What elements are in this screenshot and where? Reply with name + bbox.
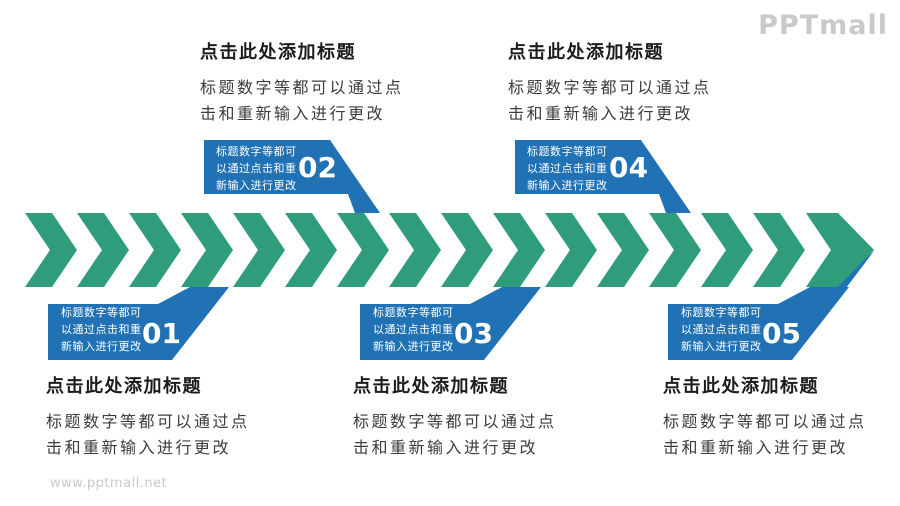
step-3-title[interactable]: 点击此处添加标题 [353, 376, 509, 397]
chevron-arrow-14 [701, 213, 753, 287]
chevron-arrow-7 [337, 213, 389, 287]
step-1-box-line-2: 以通过点击和重 [61, 323, 142, 336]
step-2-box-text[interactable]: 标题数字等都可 以通过点击和重 新输入进行更改 [216, 143, 326, 194]
step-3-body-line-1[interactable]: 标题数字等都可以通过点 [353, 412, 557, 431]
step-1-body-line-2[interactable]: 击和重新输入进行更改 [46, 437, 232, 457]
step-2-box-line-2: 以通过点击和重 [216, 162, 297, 175]
watermark-url: www.pptmall.net [50, 476, 168, 491]
step-4-box-line-3: 新输入进行更改 [527, 179, 608, 192]
step-box-shape-01 [48, 287, 229, 360]
step-2-body-line-1[interactable]: 标题数字等都可以通过点 [200, 78, 404, 97]
step-5-text-block: 点击此处添加标题 标题数字等都可以通过点 击和重新输入进行更改 [663, 376, 878, 460]
chevron-arrow-big-end [806, 213, 874, 287]
step-5-number: 05 [762, 317, 801, 350]
step-5-box-text[interactable]: 标题数字等都可 以通过点击和重 新输入进行更改 [681, 304, 791, 355]
step-1-box-line-3: 新输入进行更改 [61, 340, 142, 353]
chevron-arrow-15 [753, 213, 805, 287]
step-4-box-line-1: 标题数字等都可 [527, 145, 608, 158]
step-1-number: 01 [142, 317, 181, 350]
step-2-text-block: 点击此处添加标题 标题数字等都可以通过点 击和重新输入进行更改 [200, 42, 415, 126]
chevron-arrow-1 [25, 213, 77, 287]
step-1-title[interactable]: 点击此处添加标题 [46, 376, 202, 397]
step-4-title[interactable]: 点击此处添加标题 [508, 42, 664, 63]
step-3-text-block: 点击此处添加标题 标题数字等都可以通过点 击和重新输入进行更改 [353, 376, 568, 460]
step-1-box-text[interactable]: 标题数字等都可 以通过点击和重 新输入进行更改 [61, 304, 171, 355]
pptmall-logo: PPTmall [758, 10, 888, 41]
step-3-box-line-3: 新输入进行更改 [373, 340, 454, 353]
step-3-box-line-2: 以通过点击和重 [373, 323, 454, 336]
chevron-arrow-2 [77, 213, 129, 287]
chevron-arrow-8 [389, 213, 441, 287]
step-5-body-line-1[interactable]: 标题数字等都可以通过点 [663, 412, 867, 431]
step-2-box-line-3: 新输入进行更改 [216, 179, 297, 192]
chevron-arrow-11 [545, 213, 597, 287]
chevron-arrow-4 [181, 213, 233, 287]
step-box-shape-03 [360, 287, 541, 360]
chevron-arrow-6 [285, 213, 337, 287]
step-5-box-line-2: 以通过点击和重 [681, 323, 762, 336]
step-4-body-line-1[interactable]: 标题数字等都可以通过点 [508, 78, 712, 97]
step-5-box-line-3: 新输入进行更改 [681, 340, 762, 353]
step-2-title[interactable]: 点击此处添加标题 [200, 42, 356, 63]
step-1-box-line-1: 标题数字等都可 [61, 306, 142, 319]
chevron-band [25, 213, 874, 287]
step-box-shape-02 [204, 140, 380, 213]
step-4-number: 04 [609, 151, 648, 184]
chevron-arrow-3 [129, 213, 181, 287]
chevron-arrow-12 [597, 213, 649, 287]
step-box-shape-05 [668, 287, 849, 360]
step-5-body-line-2[interactable]: 击和重新输入进行更改 [663, 437, 849, 457]
chevron-arrow-10 [493, 213, 545, 287]
step-4-box-line-2: 以通过点击和重 [527, 162, 608, 175]
step-1-text-block: 点击此处添加标题 标题数字等都可以通过点 击和重新输入进行更改 [46, 376, 261, 460]
step-3-body-line-2[interactable]: 击和重新输入进行更改 [353, 437, 539, 457]
step-2-body-line-2[interactable]: 击和重新输入进行更改 [200, 103, 386, 123]
step-2-box-line-1: 标题数字等都可 [216, 145, 297, 158]
step-3-number: 03 [454, 317, 493, 350]
step-3-box-line-1: 标题数字等都可 [373, 306, 454, 319]
step-box-shape-04 [515, 140, 691, 213]
chevron-arrow-13 [649, 213, 701, 287]
step-4-box-text[interactable]: 标题数字等都可 以通过点击和重 新输入进行更改 [527, 143, 637, 194]
step-4-body-line-2[interactable]: 击和重新输入进行更改 [508, 103, 694, 123]
chevron-arrow-9 [441, 213, 493, 287]
chevron-arrow-5 [233, 213, 285, 287]
step-2-number: 02 [298, 151, 337, 184]
step-4-text-block: 点击此处添加标题 标题数字等都可以通过点 击和重新输入进行更改 [508, 42, 723, 126]
step-5-box-line-1: 标题数字等都可 [681, 306, 762, 319]
step-1-body-line-1[interactable]: 标题数字等都可以通过点 [46, 412, 250, 431]
step-5-title[interactable]: 点击此处添加标题 [663, 376, 819, 397]
step-3-box-text[interactable]: 标题数字等都可 以通过点击和重 新输入进行更改 [373, 304, 483, 355]
